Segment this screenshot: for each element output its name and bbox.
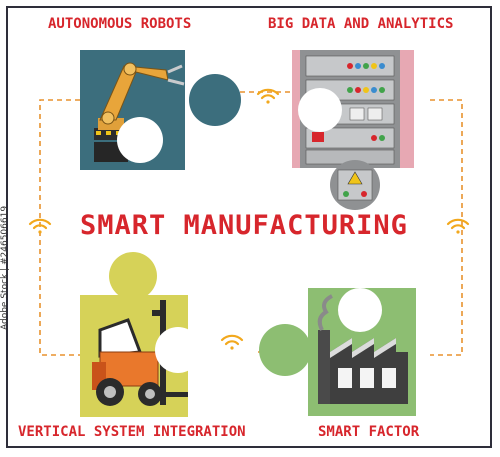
big-data-piece [292, 50, 414, 210]
piece-label-vertical-integration: VERTICAL SYSTEM INTEGRATION [18, 424, 246, 440]
piece-label-smart-factory: SMART FACTOR [318, 424, 420, 440]
factory-icon [317, 294, 408, 404]
wifi-icon [28, 88, 470, 350]
piece-label-autonomous-robots: AUTONOMOUS ROBOTS [48, 16, 192, 32]
autonomous-robots-piece [80, 50, 241, 170]
piece-label-big-data: BIG DATA AND ANALYTICS [268, 16, 454, 32]
smart-factory-piece [259, 288, 416, 416]
stock-watermark: Adobe Stock | #246506619 [0, 205, 10, 330]
vertical-integration-piece [80, 252, 201, 417]
outer-frame [6, 6, 492, 448]
diagram-title: SMART MANUFACTURING [80, 210, 408, 241]
